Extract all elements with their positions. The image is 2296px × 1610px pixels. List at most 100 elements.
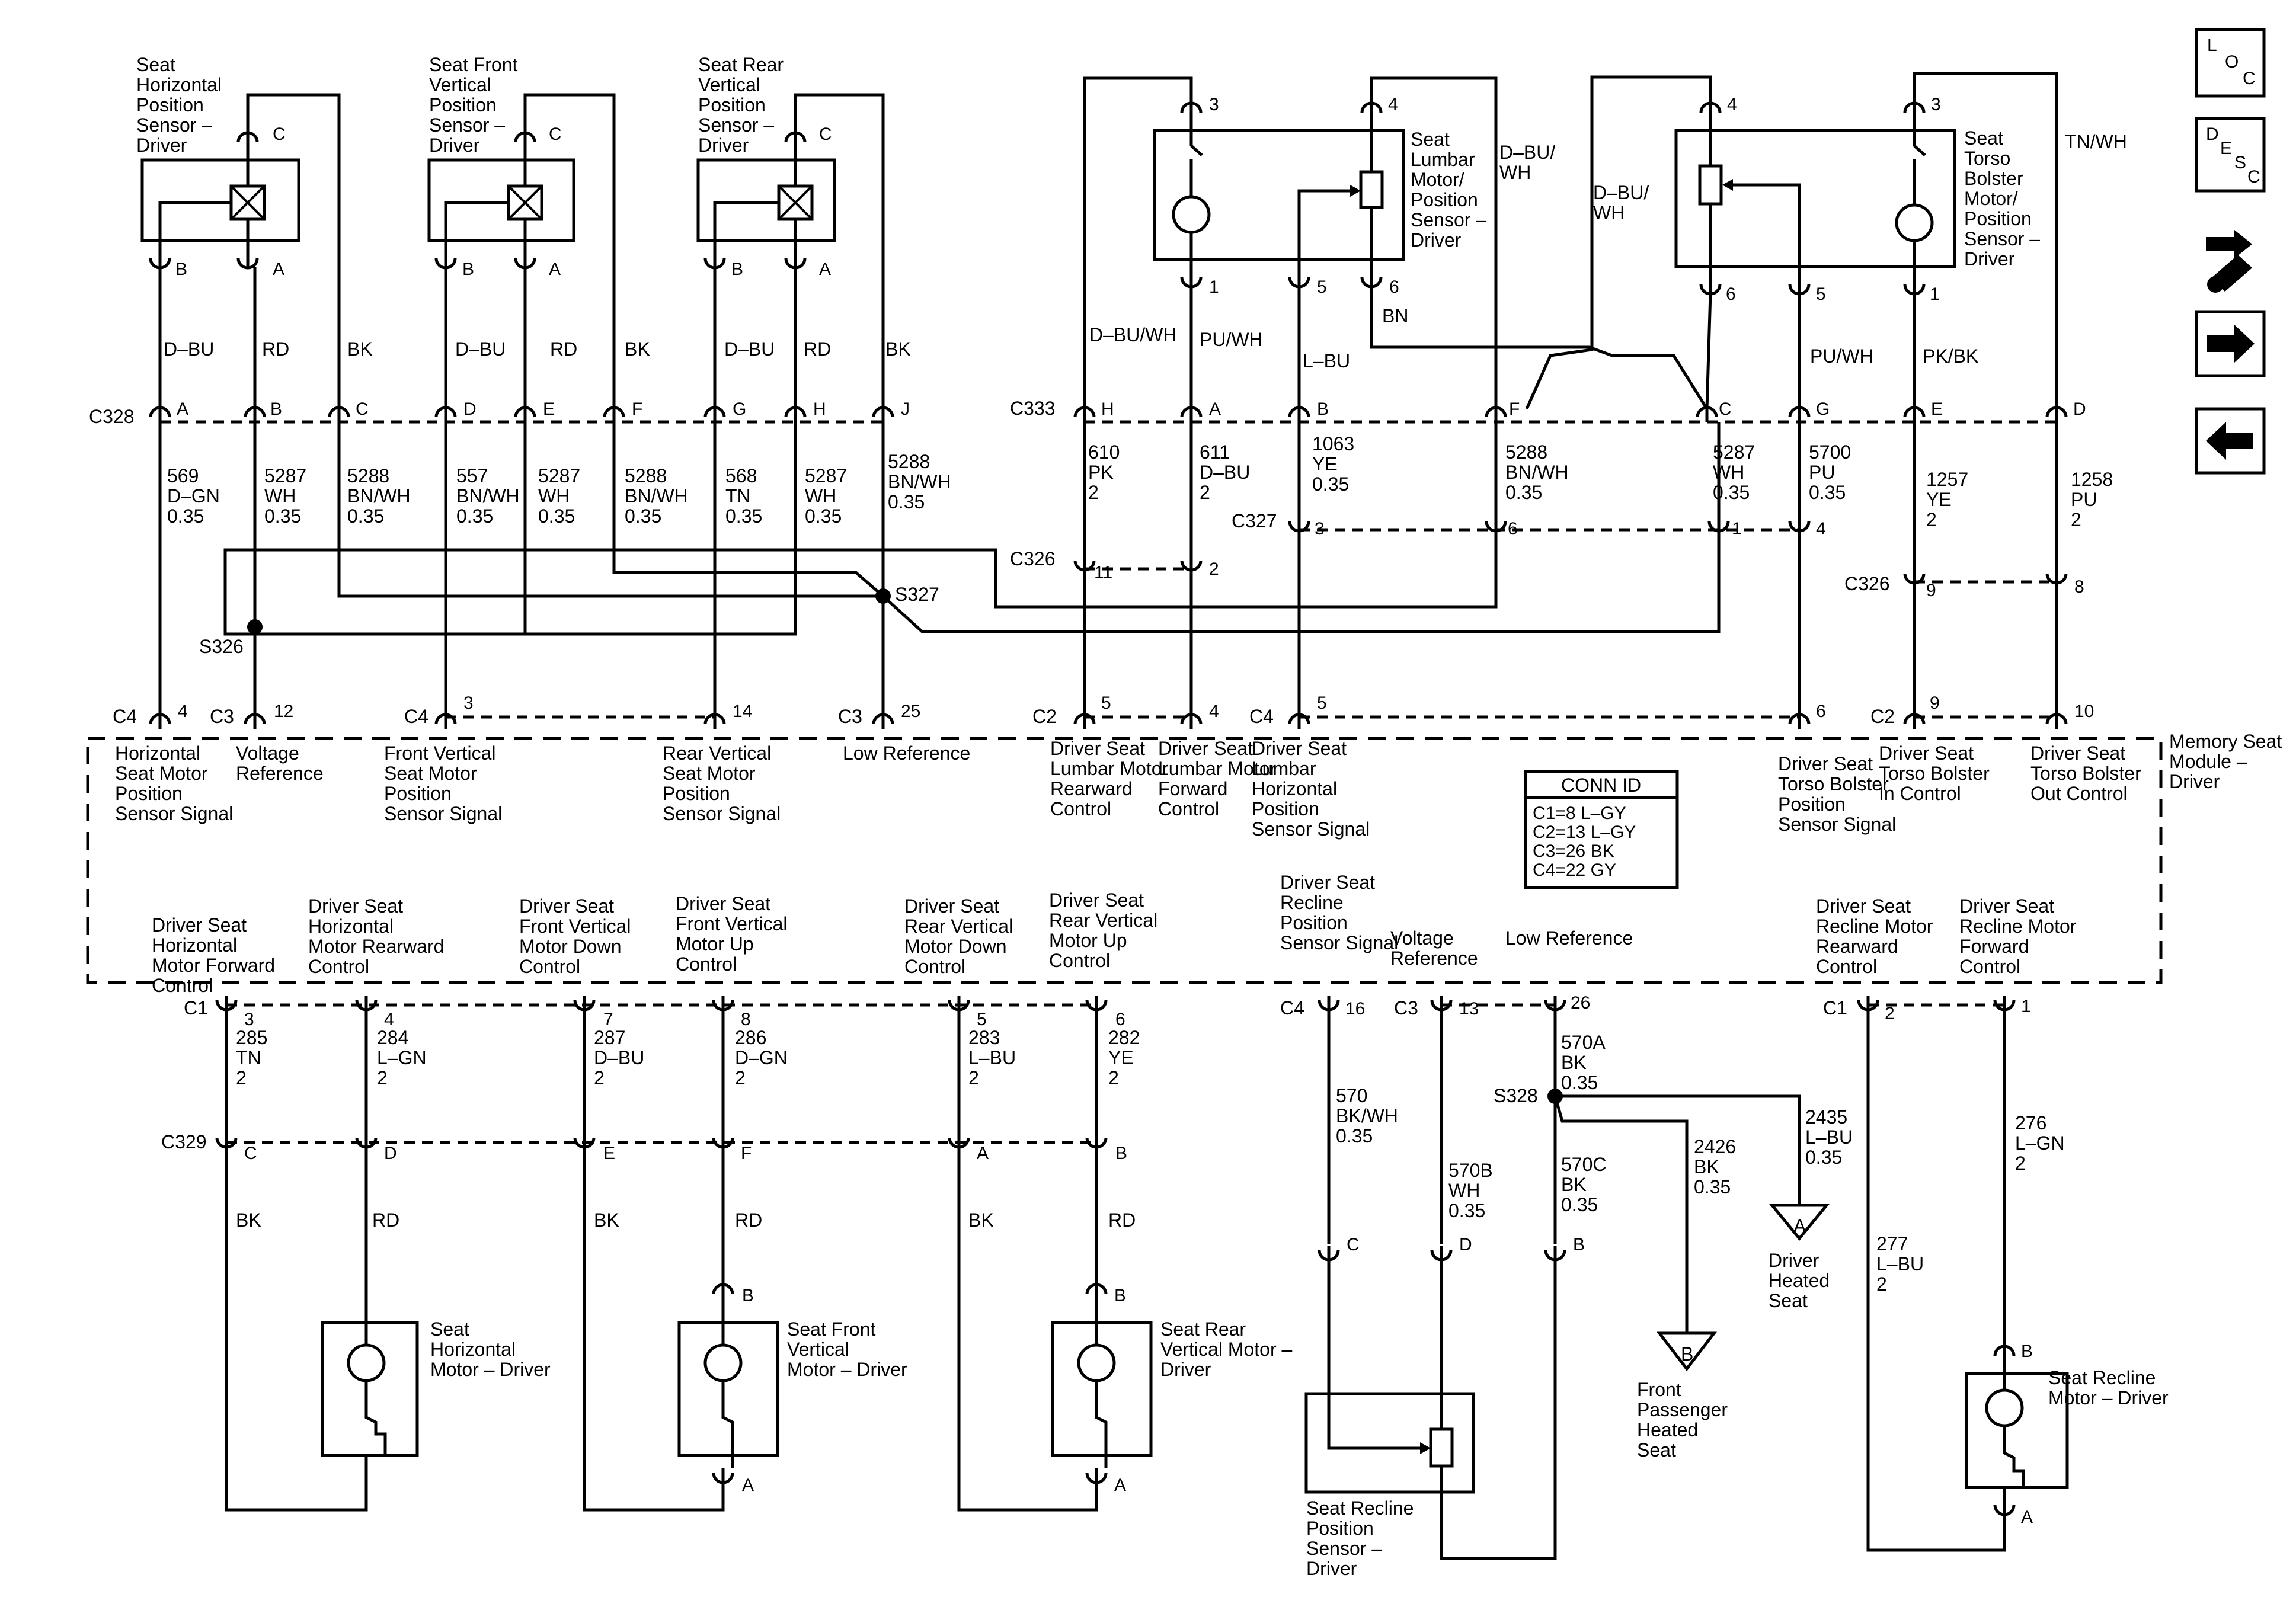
cavity-id: 3 xyxy=(463,693,474,713)
circuit-number: 5700 xyxy=(1809,441,1851,463)
circuit-color: TN xyxy=(725,485,751,507)
wire-gauge: 0.35 xyxy=(456,505,493,527)
cavity-id: B xyxy=(1317,399,1329,419)
circuit-number: 570B xyxy=(1448,1160,1493,1181)
cavity-id: A xyxy=(1209,399,1221,419)
wire-color-label: D–BU xyxy=(164,338,214,360)
previous-page-button[interactable] xyxy=(2195,407,2266,475)
cavity-id: D xyxy=(463,399,477,419)
cavity-id: A xyxy=(977,1144,989,1163)
circuit-number: 5288 xyxy=(888,451,930,472)
wire-color-label: RD xyxy=(372,1209,399,1231)
connector-c1a: C1 xyxy=(184,997,208,1019)
wire-gauge: 0.35 xyxy=(538,505,575,527)
wire-gauge: 2 xyxy=(1926,509,1937,530)
connector-c4a: C4 xyxy=(113,706,137,727)
wire-color-label: RD xyxy=(735,1209,762,1231)
s326-splice xyxy=(247,619,263,635)
circuit-number: 2435 xyxy=(1805,1106,1847,1128)
cavity-id: 5 xyxy=(1816,284,1826,304)
cavity-id: 8 xyxy=(2074,577,2084,597)
conn-id-title: CONN ID xyxy=(1561,774,1641,796)
circuit-color: L–BU xyxy=(1805,1126,1853,1148)
cavity-id: H xyxy=(813,399,826,419)
wire-gauge: 2 xyxy=(1876,1273,1887,1295)
cavity-id: 2 xyxy=(1209,559,1219,579)
wire-gauge: 2 xyxy=(594,1067,605,1089)
desc-button[interactable]: D E S C xyxy=(2195,117,2266,193)
cavity-id: 1 xyxy=(2021,997,2031,1016)
desc-letter: E xyxy=(2220,139,2232,158)
wire-gauge: 2 xyxy=(1108,1067,1119,1089)
wire-color-label: BK xyxy=(347,338,373,360)
cavity-id: E xyxy=(543,399,555,419)
circuit-color: TN xyxy=(236,1047,261,1068)
wire-gauge: 0.35 xyxy=(888,491,925,513)
connector-s326: S326 xyxy=(199,636,244,657)
cavity-id: 1 xyxy=(1732,519,1742,539)
rear-vertical-position-sensor xyxy=(696,158,836,242)
circuit-number: 1063 xyxy=(1312,433,1354,454)
cavity-id: A xyxy=(819,260,831,279)
loc-button[interactable]: L O C xyxy=(2195,28,2266,98)
wire-color-label: BK xyxy=(236,1209,261,1231)
cavity-id: F xyxy=(1509,399,1520,419)
module-pin-label-bottom: Low Reference xyxy=(1505,927,1633,949)
wire-color-label: TN/WH xyxy=(2065,131,2127,152)
circuit-color: L–GN xyxy=(2015,1132,2065,1154)
conn-id-row: C3=26 BK xyxy=(1533,841,1614,861)
cross-reference-icon[interactable] xyxy=(2206,230,2252,293)
connector-s328: S328 xyxy=(1494,1085,1538,1106)
arrow-right-icon xyxy=(2207,325,2255,363)
circuit-color: WH xyxy=(264,485,296,507)
circuit-color: PU xyxy=(1809,462,1835,483)
cavity-id: 6 xyxy=(1115,1010,1125,1029)
connector-c327: C327 xyxy=(1232,510,1277,532)
cavity-id: B xyxy=(1573,1235,1585,1254)
cavity-id: 5 xyxy=(1317,693,1327,713)
cavity-id: 8 xyxy=(741,1010,751,1029)
cavity-id: 26 xyxy=(1571,993,1590,1013)
driver-heated-seat-ref xyxy=(1769,1204,1830,1241)
circuit-number: 2426 xyxy=(1694,1136,1736,1157)
wire-gauge: 2 xyxy=(2015,1153,2026,1174)
cavity-id: 6 xyxy=(1389,277,1399,297)
cavity-id: G xyxy=(733,399,746,419)
reference-letter: B xyxy=(1681,1343,1693,1365)
cavity-id: 14 xyxy=(733,702,752,721)
wire-color-label: BK xyxy=(968,1209,994,1231)
horizontal-position-sensor xyxy=(140,158,300,242)
conn-id-table xyxy=(1524,770,1679,889)
next-page-button[interactable] xyxy=(2195,310,2266,377)
connector-c3c: C3 xyxy=(1394,997,1418,1019)
cavity-id: 6 xyxy=(1726,284,1736,304)
cavity-id: 9 xyxy=(1926,581,1936,600)
cavity-id: 12 xyxy=(274,702,293,721)
recline-motor-assembly xyxy=(1965,1372,2069,1489)
cavity-id: 4 xyxy=(1727,95,1737,114)
wire-gauge: 0.35 xyxy=(167,505,204,527)
cavity-id: C xyxy=(549,124,562,144)
wire-color-label: PK/BK xyxy=(1923,345,1978,367)
c329-pins xyxy=(217,1133,1106,1147)
cavity-id: B xyxy=(742,1286,754,1305)
wire-color-label: BK xyxy=(594,1209,619,1231)
recline-position-sensor-assembly xyxy=(1304,1259,1557,1560)
circuit-number: 5287 xyxy=(264,465,306,486)
circuit-color: D–GN xyxy=(735,1047,788,1068)
circuit-color: BK/WH xyxy=(1336,1105,1398,1126)
